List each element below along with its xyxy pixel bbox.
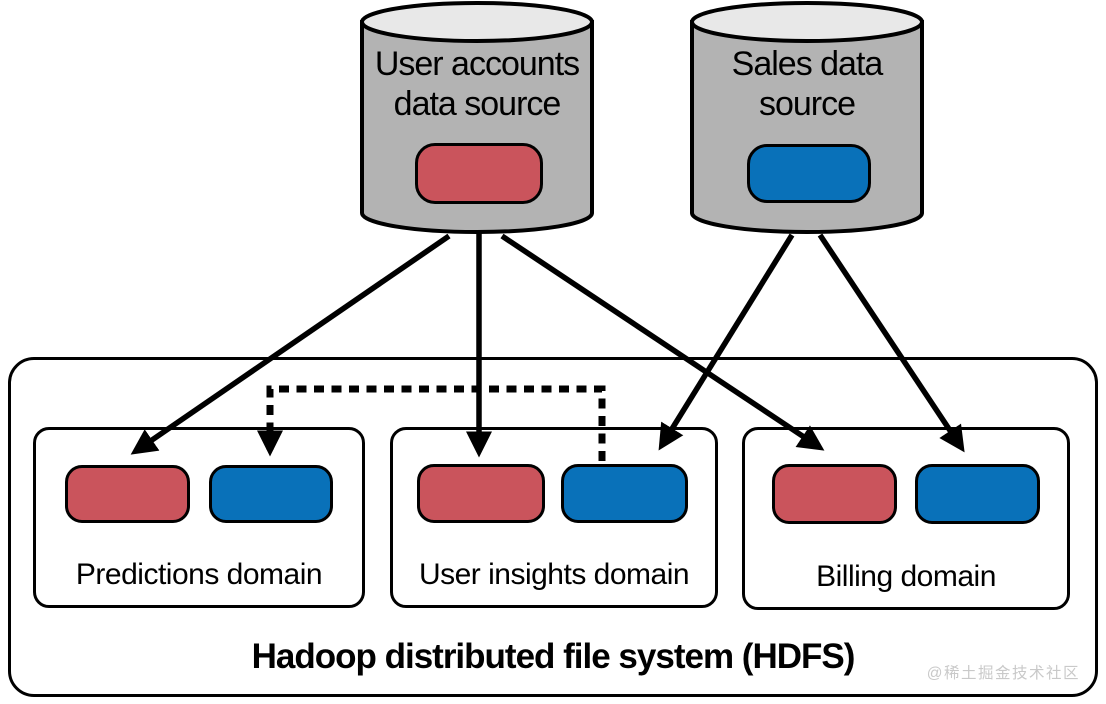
user-accounts-source-label: User accounts data source (374, 45, 580, 123)
predictions-domain-red-chip (65, 465, 190, 523)
user-insights-domain-label: User insights domain (418, 558, 690, 591)
billing-domain-label: Billing domain (816, 560, 996, 593)
user-insights-domain-red-chip (417, 464, 545, 523)
predictions-domain-label: Predictions domain (75, 558, 323, 591)
user-accounts-source-red-chip (415, 143, 543, 204)
hdfs-label: Hadoop distributed file system (HDFS) (251, 637, 856, 676)
watermark: @稀土掘金技术社区 (926, 665, 1080, 682)
billing-domain-blue-chip (915, 464, 1040, 524)
billing-domain-red-chip (772, 464, 897, 524)
sales-source-label: Sales data source (731, 45, 884, 123)
user-insights-domain-blue-chip (561, 464, 688, 523)
predictions-domain-blue-chip (209, 465, 333, 523)
sales-source-blue-chip (747, 144, 871, 203)
